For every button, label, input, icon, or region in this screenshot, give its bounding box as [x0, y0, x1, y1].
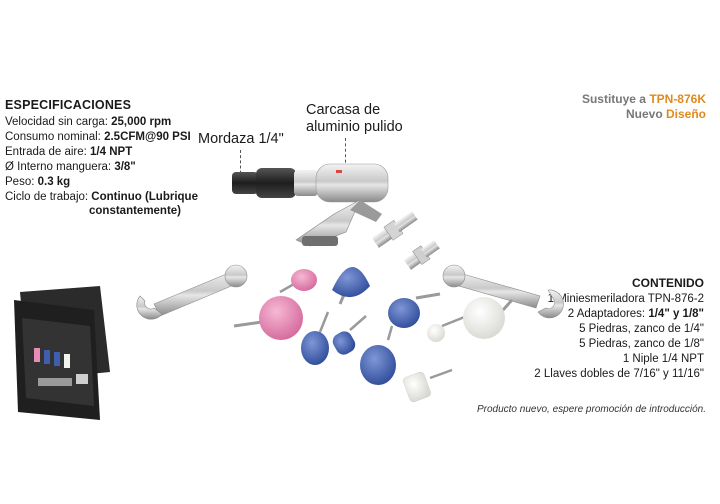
grinding-stones [233, 266, 514, 403]
spec-line-duty-cycle-cont: constantemente) [89, 205, 182, 217]
specifications-title: ESPECIFICACIONES [5, 98, 132, 112]
wrench-left [136, 264, 248, 320]
callout-carcasa-leader [345, 138, 346, 168]
contents-item: 2 Adaptadores: 1/4" y 1/8" [567, 308, 704, 320]
callout-carcasa-line2: aluminio pulido [306, 119, 403, 135]
contents-item: 5 Piedras, zanco de 1/8" [579, 338, 704, 350]
callout-mordaza-leader [240, 150, 241, 184]
spec-line-speed: Velocidad sin carga: 25,000 rpm [5, 116, 172, 128]
new-design-label: Diseño [665, 107, 706, 121]
callout-mordaza: Mordaza 1/4" [198, 131, 284, 147]
spec-line-weight: Peso: 0.3 kg [5, 176, 71, 188]
contents-item: 2 Llaves dobles de 7/16" y 11/16" [534, 368, 704, 380]
replacement-model: TPN-876K [649, 92, 706, 106]
contents-title: CONTENIDO [632, 276, 704, 290]
spec-line-hose: Ø Interno manguera: 3/8" [5, 161, 136, 173]
spec-line-air-inlet: Entrada de aire: 1/4 NPT [5, 146, 133, 158]
replacement-note: Sustituye a TPN-876K Nuevo Diseño [581, 92, 706, 121]
contents-item: 1 Niple 1/4 NPT [622, 353, 704, 365]
spec-line-consumption: Consumo nominal: 2.5CFM@90 PSI [5, 131, 191, 143]
specifications-panel: ESPECIFICACIONES Velocidad sin carga: 25… [5, 98, 215, 218]
die-grinder [232, 163, 389, 247]
carrying-case [14, 286, 110, 420]
footnote: Producto nuevo, espere promoción de intr… [476, 404, 706, 415]
spec-line-duty-cycle: Ciclo de trabajo: Continuo (Lubrique [5, 191, 198, 203]
callout-carcasa-line1: Carcasa de [306, 102, 381, 118]
contents-item: 1 Miniesmeriladora TPN-876-2 [547, 293, 704, 305]
adapters [372, 211, 440, 270]
contents-panel: CONTENIDO 1 Miniesmeriladora TPN-876-2 2… [534, 276, 704, 382]
contents-item: 5 Piedras, zanco de 1/4" [579, 323, 704, 335]
